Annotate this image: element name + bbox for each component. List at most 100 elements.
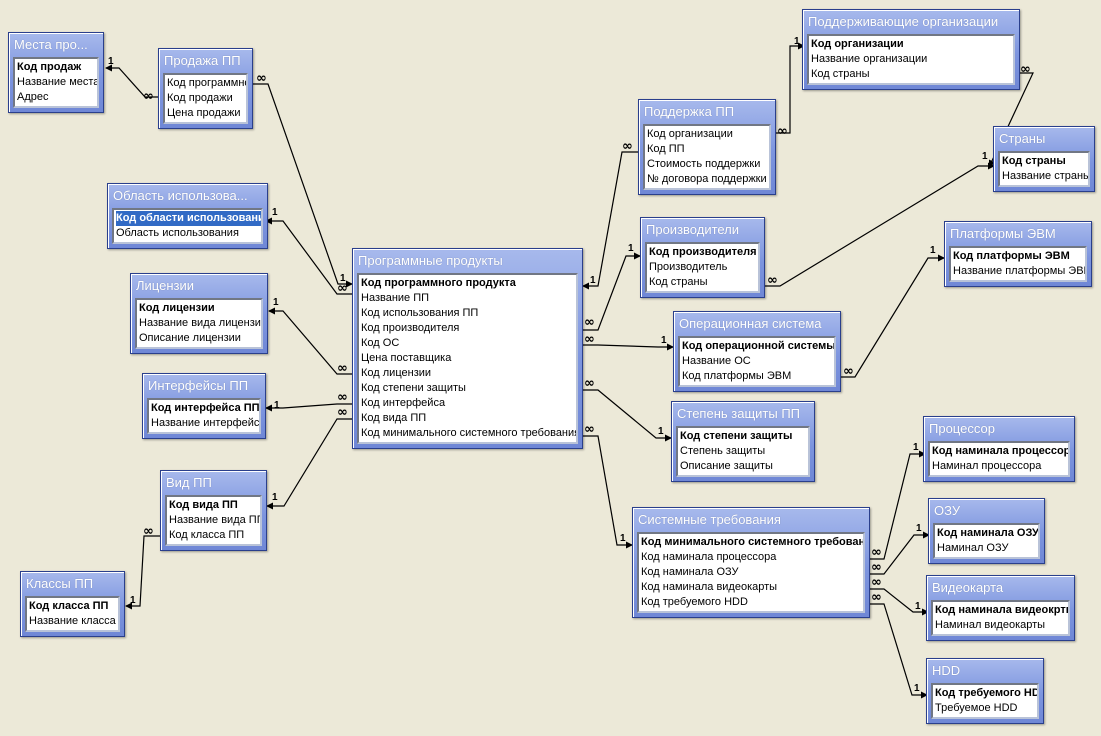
table-title[interactable]: Область использова... xyxy=(113,188,248,203)
primary-key-field[interactable]: Код требуемого HDD xyxy=(935,687,1037,699)
field-row[interactable]: Код наминала процессора xyxy=(641,551,777,563)
field-row[interactable]: Наминал ОЗУ xyxy=(937,542,1009,554)
primary-key-field[interactable]: Код минимального системного требования xyxy=(641,536,863,548)
table-oblast-ispolzovaniya[interactable]: Область использова... Код области исполь… xyxy=(107,183,268,249)
field-row[interactable]: Код использования ПП xyxy=(361,307,479,319)
primary-key-field[interactable]: Код степени защиты xyxy=(680,430,793,442)
primary-key-field[interactable]: Код вида ПП xyxy=(169,499,238,511)
table-title[interactable]: Процессор xyxy=(929,421,995,436)
field-row[interactable]: Производитель xyxy=(649,261,728,273)
field-row[interactable]: Название ПП xyxy=(361,292,430,304)
table-title[interactable]: Интерфейсы ПП xyxy=(148,378,249,393)
field-row[interactable]: Адрес xyxy=(17,91,49,103)
primary-key-field[interactable]: Код наминала видеокрты xyxy=(935,604,1068,616)
field-row[interactable]: Код ОС xyxy=(361,337,400,349)
field-row[interactable]: Код интерфейса xyxy=(361,397,446,409)
field-row[interactable]: Код требуемого HDD xyxy=(641,596,748,608)
field-row[interactable]: Код наминала видеокарты xyxy=(641,581,778,593)
table-title[interactable]: Лицензии xyxy=(136,278,194,293)
primary-key-field[interactable]: Код организации xyxy=(811,38,904,50)
field-list[interactable]: Код вида ПП Название вида ПП Код класса ПП xyxy=(165,495,262,546)
primary-key-field[interactable]: Код лицензии xyxy=(139,302,215,314)
table-podderzhivayushchie-organizacii[interactable]: Поддерживающие организации Код организац… xyxy=(802,9,1020,90)
table-title[interactable]: Видеокарта xyxy=(932,580,1004,595)
field-row[interactable]: Название места xyxy=(17,76,97,88)
table-title[interactable]: Поддерживающие организации xyxy=(808,14,999,29)
primary-key-field[interactable]: Код наминала ОЗУ xyxy=(937,527,1038,539)
field-row[interactable]: Код производителя xyxy=(361,322,460,334)
field-list[interactable]: Код платформы ЭВМ Название платформы ЭВМ xyxy=(949,246,1087,282)
field-row[interactable]: Название организации xyxy=(811,53,928,65)
primary-key-field[interactable]: Код класса ПП xyxy=(29,600,109,612)
table-title[interactable]: HDD xyxy=(932,663,961,678)
field-row[interactable]: Название страны xyxy=(1002,170,1088,182)
field-row[interactable]: Код организации xyxy=(647,128,733,140)
field-row[interactable]: Код ПП xyxy=(647,143,685,155)
field-list[interactable]: Код требуемого HDD Требуемое HDD xyxy=(931,683,1039,719)
field-row[interactable]: Название платформы ЭВМ xyxy=(953,265,1085,277)
field-row[interactable]: Код минимального системного требования xyxy=(361,427,576,439)
field-row[interactable]: Код класса ПП xyxy=(169,529,245,541)
table-ozu[interactable]: ОЗУ Код наминала ОЗУ Наминал ОЗУ xyxy=(928,498,1045,564)
table-title[interactable]: Программные продукты xyxy=(358,253,503,268)
field-row[interactable]: Наминал процессора xyxy=(932,460,1042,472)
table-title[interactable]: Производители xyxy=(646,222,740,237)
field-row[interactable]: Название ОС xyxy=(682,355,751,367)
field-row[interactable]: № договора поддержки xyxy=(647,173,767,185)
field-row[interactable]: Код платформы ЭВМ xyxy=(682,370,792,382)
primary-key-field[interactable]: Код продаж xyxy=(17,61,82,73)
field-row[interactable]: Описание защиты xyxy=(680,460,773,472)
primary-key-field[interactable]: Код операционной системы xyxy=(682,340,834,352)
table-title[interactable]: Платформы ЭВМ xyxy=(950,226,1056,241)
table-title[interactable]: Поддержка ПП xyxy=(644,104,735,119)
table-programmnye-produkty[interactable]: Программные продукты Код программного пр… xyxy=(352,248,583,449)
field-row[interactable]: Стоимость поддержки xyxy=(647,158,761,170)
table-title[interactable]: Продажа ПП xyxy=(164,53,241,68)
primary-key-field[interactable]: Код области использования xyxy=(116,211,261,226)
table-title[interactable]: Степень защиты ПП xyxy=(677,406,801,421)
field-row[interactable]: Цена продажи xyxy=(167,107,241,119)
primary-key-field[interactable]: Код интерфейса ПП xyxy=(151,402,259,414)
field-row[interactable]: Степень защиты xyxy=(680,445,766,457)
field-row[interactable]: Код страны xyxy=(811,68,870,80)
field-row[interactable]: Код продажи xyxy=(167,92,233,104)
field-row[interactable]: Код вида ПП xyxy=(361,412,427,424)
table-title[interactable]: Системные требования xyxy=(638,512,781,527)
table-title[interactable]: Вид ПП xyxy=(166,475,212,490)
primary-key-field[interactable]: Код производителя xyxy=(649,246,757,258)
field-row[interactable]: Описание лицензии xyxy=(139,332,241,344)
table-title[interactable]: ОЗУ xyxy=(934,503,961,518)
field-row[interactable]: Цена поставщика xyxy=(361,352,452,364)
field-row[interactable]: Код страны xyxy=(649,276,708,288)
primary-key-field[interactable]: Код программного продукта xyxy=(361,277,516,289)
field-row[interactable]: Область использования xyxy=(116,227,239,239)
field-row[interactable]: Код программно xyxy=(167,77,246,89)
field-row[interactable]: Название вида ПП xyxy=(169,514,260,526)
field-list[interactable]: Код наминала ОЗУ Наминал ОЗУ xyxy=(933,523,1040,559)
field-row[interactable]: Требуемое HDD xyxy=(935,702,1018,714)
table-title[interactable]: Страны xyxy=(999,131,1046,146)
primary-key-field[interactable]: Код платформы ЭВМ xyxy=(953,250,1070,262)
